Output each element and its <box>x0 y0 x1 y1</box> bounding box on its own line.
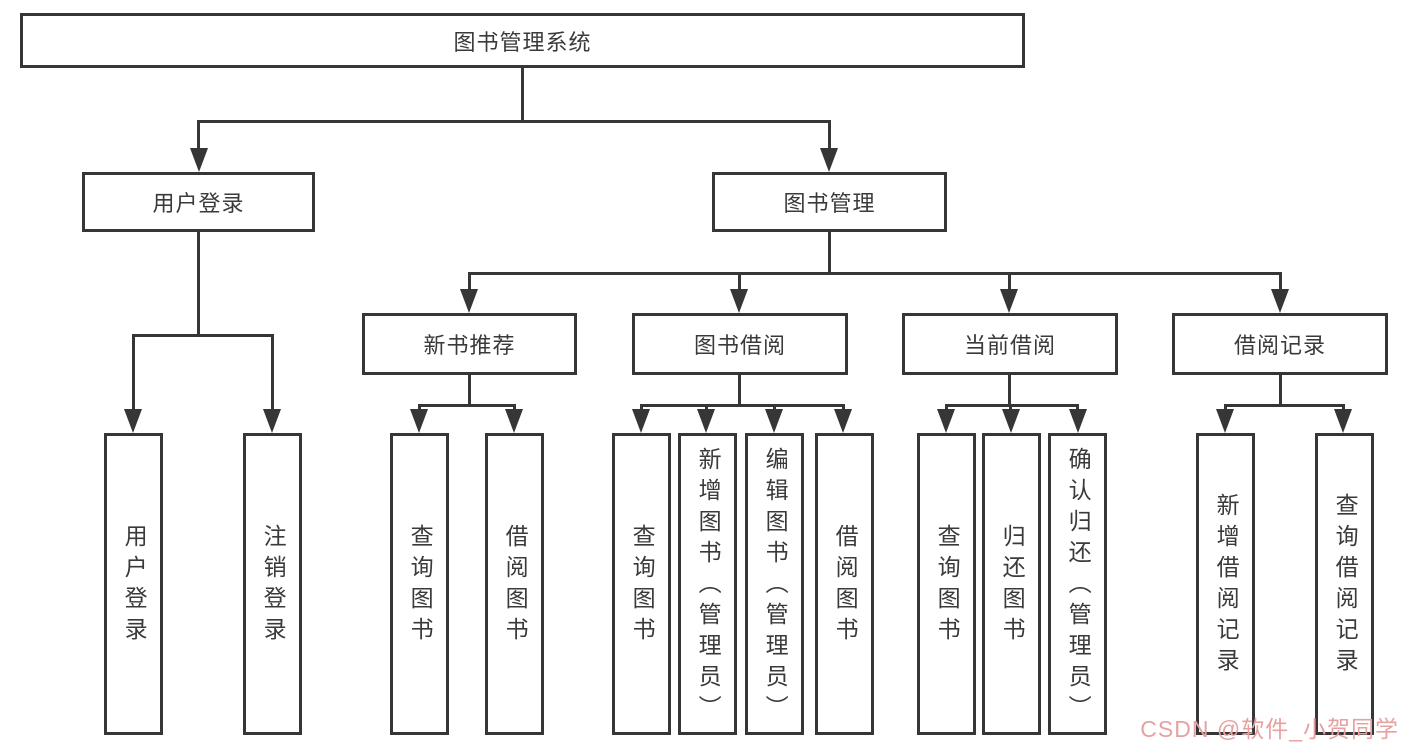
watermark: CSDN @软件_小贺同学 <box>1140 716 1399 742</box>
node-book-borrowing: 图书借阅 <box>632 313 848 375</box>
leaf-borrow-books-1: 借阅图书 <box>485 433 544 735</box>
leaf-return-book: 归还图书 <box>982 433 1041 735</box>
node-book-management: 图书管理 <box>712 172 947 232</box>
connector-vline <box>1008 272 1011 294</box>
leaf-user-login: 用户登录 <box>104 433 163 735</box>
connector-hline <box>1224 404 1345 407</box>
leaf-query-books-3: 查询图书 <box>917 433 976 735</box>
arrow-down-icon <box>190 148 208 172</box>
leaf-query-books-2: 查询图书 <box>612 433 671 735</box>
arrow-down-icon <box>460 289 478 313</box>
arrow-down-icon <box>410 409 428 433</box>
arrow-down-icon <box>730 289 748 313</box>
arrow-down-icon <box>834 409 852 433</box>
connector-vline <box>468 272 471 294</box>
leaf-confirm-return-admin: 确认归还（管理员） <box>1048 433 1107 735</box>
node-borrowing-records: 借阅记录 <box>1172 313 1388 375</box>
connector-vline <box>521 66 524 122</box>
connector-vline <box>468 375 471 406</box>
connector-vline <box>197 232 200 336</box>
connector-hline <box>418 404 515 407</box>
arrow-down-icon <box>1000 289 1018 313</box>
connector-hline <box>468 272 1281 275</box>
connector-vline <box>1279 272 1282 294</box>
connector-hline <box>197 120 831 123</box>
arrow-down-icon <box>765 409 783 433</box>
connector-vline <box>828 120 831 154</box>
arrow-down-icon <box>1002 409 1020 433</box>
arrow-down-icon <box>505 409 523 433</box>
arrow-down-icon <box>1069 409 1087 433</box>
connector-hline <box>640 404 844 407</box>
node-current-borrowing: 当前借阅 <box>902 313 1118 375</box>
arrow-down-icon <box>1271 289 1289 313</box>
leaf-add-borrow-record: 新增借阅记录 <box>1196 433 1255 735</box>
connector-vline <box>828 232 831 274</box>
arrow-down-icon <box>124 409 142 433</box>
leaf-add-book-admin: 新增图书（管理员） <box>678 433 737 735</box>
connector-vline <box>271 334 274 412</box>
leaf-logout: 注销登录 <box>243 433 302 735</box>
leaf-borrow-books-2: 借阅图书 <box>815 433 874 735</box>
connector-vline <box>1279 375 1282 406</box>
node-user-login: 用户登录 <box>82 172 315 232</box>
connector-vline <box>132 334 135 412</box>
node-book-management-system: 图书管理系统 <box>20 13 1025 68</box>
connector-hline <box>132 334 274 337</box>
connector-vline <box>1008 375 1011 406</box>
arrow-down-icon <box>1216 409 1234 433</box>
arrow-down-icon <box>1334 409 1352 433</box>
connector-vline <box>738 375 741 406</box>
connector-vline <box>197 120 200 154</box>
leaf-query-borrow-record: 查询借阅记录 <box>1315 433 1374 735</box>
node-new-book-recommendation: 新书推荐 <box>362 313 577 375</box>
arrow-down-icon <box>697 409 715 433</box>
arrow-down-icon <box>820 148 838 172</box>
leaf-query-books-1: 查询图书 <box>390 433 449 735</box>
arrow-down-icon <box>937 409 955 433</box>
arrow-down-icon <box>263 409 281 433</box>
arrow-down-icon <box>632 409 650 433</box>
connector-vline <box>738 272 741 294</box>
leaf-edit-book-admin: 编辑图书（管理员） <box>745 433 804 735</box>
